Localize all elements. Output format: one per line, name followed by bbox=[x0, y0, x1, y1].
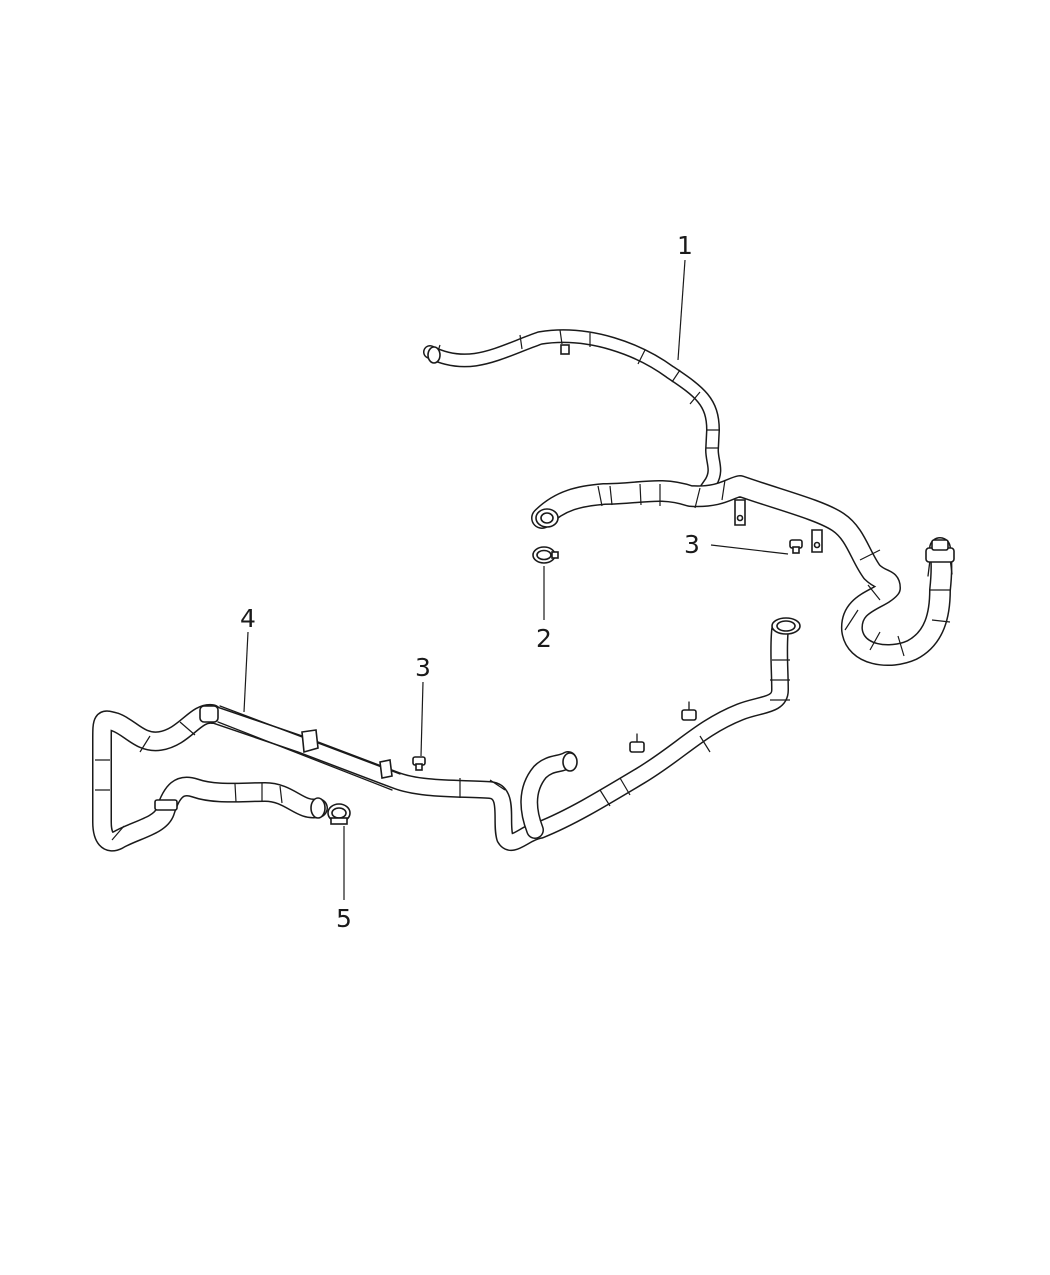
leader-line-1 bbox=[677, 259, 686, 361]
push-pin-part-3-upper bbox=[789, 539, 803, 554]
leader-line-3-upper bbox=[710, 544, 789, 555]
heater-hose-assembly-lower bbox=[95, 617, 801, 842]
leader-line-4 bbox=[243, 631, 249, 713]
callout-2: 2 bbox=[536, 624, 552, 653]
heater-hose-assembly-upper bbox=[428, 330, 955, 656]
hose-clamp-part-2 bbox=[532, 546, 559, 564]
callout-5: 5 bbox=[336, 904, 352, 933]
callout-3-lower: 3 bbox=[415, 653, 431, 682]
leader-line-3-lower bbox=[420, 681, 424, 757]
callout-1: 1 bbox=[677, 231, 693, 260]
hose-clamp-part-5 bbox=[327, 803, 351, 825]
push-pin-part-3-lower bbox=[412, 756, 426, 771]
callout-3-upper: 3 bbox=[684, 530, 700, 559]
callout-4: 4 bbox=[240, 604, 256, 633]
